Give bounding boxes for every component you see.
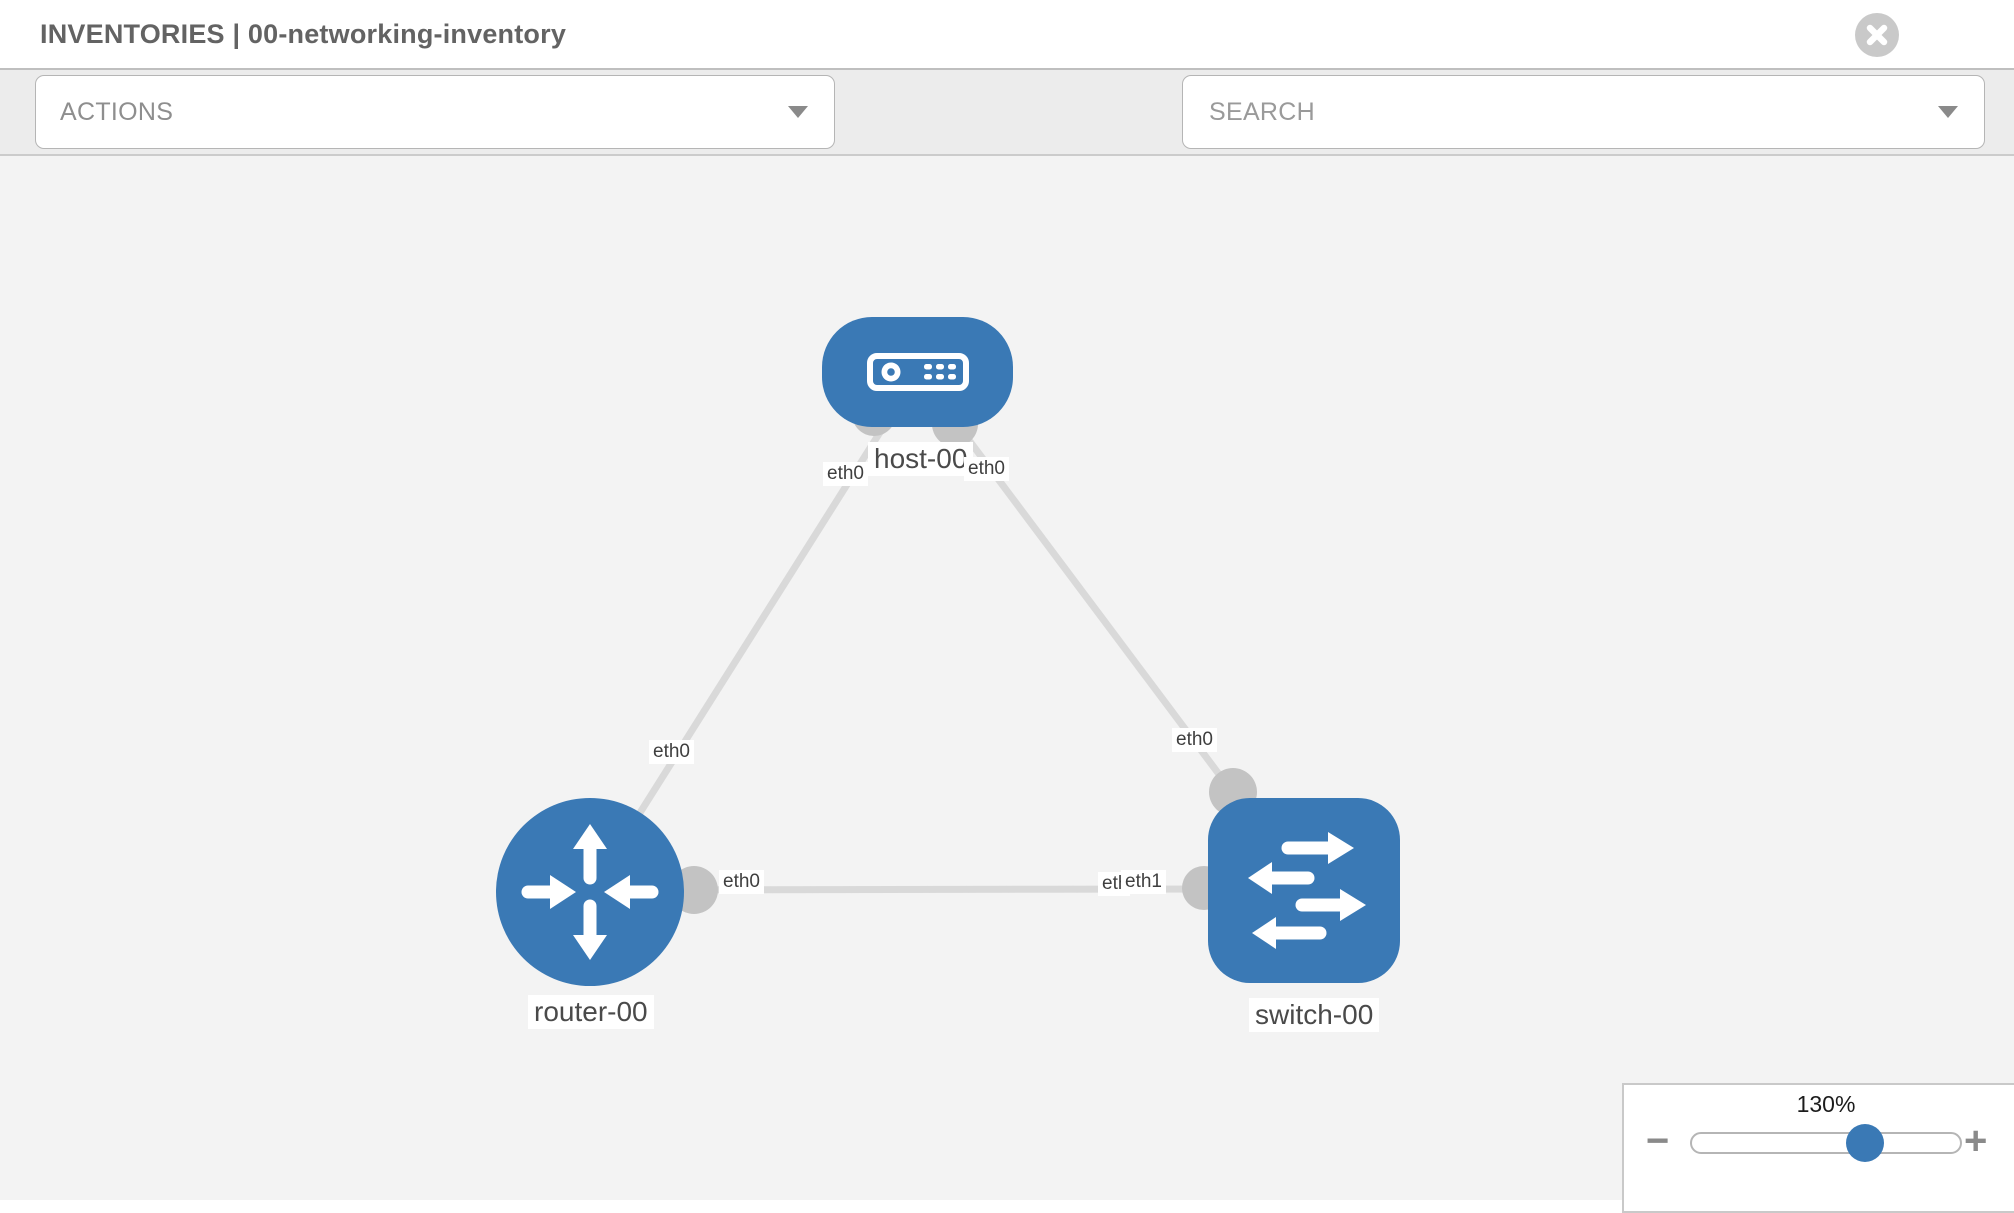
node-switch[interactable] [1208, 798, 1400, 983]
topology-canvas[interactable]: eth0 host-00 eth0 eth0 eth0 eth0 eth1 et… [0, 156, 2014, 1200]
page-title: INVENTORIES | 00-networking-inventory [40, 18, 567, 49]
toolbar: ACTIONS [0, 68, 2014, 202]
chevron-down-icon [788, 106, 808, 118]
header: INVENTORIES | 00-networking-inventory [0, 0, 2014, 68]
interface-label: eth0 [1172, 728, 1217, 752]
node-label-router: router-00 [528, 995, 654, 1029]
interface-label: eth0 [649, 740, 694, 764]
zoom-slider-handle[interactable] [1846, 1124, 1884, 1162]
zoom-in-button[interactable]: + [1964, 1119, 1988, 1163]
zoom-panel: 130% − + [1622, 1083, 2014, 1213]
link-host-router[interactable] [587, 370, 921, 894]
node-router[interactable] [496, 798, 684, 986]
actions-dropdown[interactable]: ACTIONS [35, 75, 835, 149]
close-icon [1866, 24, 1888, 46]
zoom-slider-track[interactable] [1690, 1132, 1962, 1154]
close-button[interactable] [1855, 13, 1899, 57]
chevron-down-icon [1938, 106, 1958, 118]
host-icon [867, 353, 969, 391]
interface-label: eth0 [823, 462, 868, 486]
interface-label: eth0 [719, 870, 764, 894]
actions-dropdown-label: ACTIONS [60, 97, 174, 126]
node-label-switch: switch-00 [1249, 998, 1380, 1032]
zoom-level-value: 130% [1796, 1091, 1856, 1117]
search-input[interactable] [1207, 96, 1938, 128]
search-combo[interactable] [1182, 75, 1985, 149]
node-host[interactable] [822, 317, 1013, 427]
router-icon [521, 824, 659, 960]
node-label-host: host-00 [868, 442, 974, 476]
interface-label: eth1 [1121, 870, 1166, 894]
interface-label: eth0 [964, 457, 1009, 481]
switch-icon [1248, 832, 1366, 949]
zoom-out-button[interactable]: − [1646, 1119, 1670, 1163]
